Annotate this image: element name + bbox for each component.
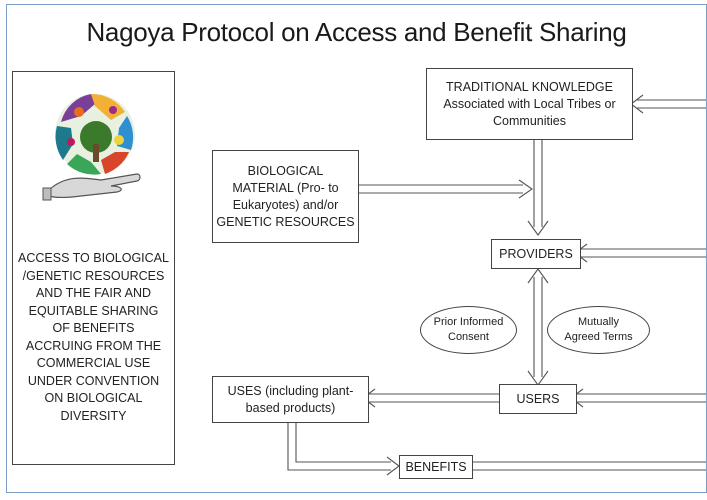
arrow-right-to-providers [581,248,706,258]
node-mutually-agreed-terms-label: Mutually Agreed Terms [564,316,633,343]
left-info-panel: ACCESS TO BIOLOGICAL /GENETIC RESOURCES … [12,71,175,465]
arrow-right-to-users [577,393,706,403]
node-biological-material-label: BIOLOGICAL MATERIAL (Pro- to Eukaryotes)… [216,163,355,229]
node-traditional-knowledge-label: TRADITIONAL KNOWLEDGE Associated with Lo… [443,79,616,128]
node-providers: PROVIDERS [491,239,581,269]
node-benefits-label: BENEFITS [405,459,467,474]
node-traditional-knowledge: TRADITIONAL KNOWLEDGE Associated with Lo… [426,68,633,140]
node-uses: USES (including plant- based products) [212,376,369,423]
diagram-title: Nagoya Protocol on Access and Benefit Sh… [86,17,627,47]
arrow-users-to-uses [369,393,499,403]
arrow-uses-to-benefits [287,423,391,471]
arrow-tk-to-providers [533,140,543,227]
node-benefits: BENEFITS [399,455,473,479]
diagram-frame: Nagoya Protocol on Access and Benefit Sh… [6,4,707,493]
arrow-bio-to-providers [359,184,523,194]
node-users: USERS [499,384,577,414]
node-mutually-agreed-terms: Mutually Agreed Terms [547,306,650,354]
left-panel-description: ACCESS TO BIOLOGICAL /GENETIC RESOURCES … [18,251,169,423]
arrow-providers-users [533,277,543,377]
node-biological-material: BIOLOGICAL MATERIAL (Pro- to Eukaryotes)… [212,150,359,243]
node-uses-label: USES (including plant- based products) [227,383,354,415]
arrow-right-to-tk [637,99,706,109]
node-prior-informed-consent-label: Prior Informed Consent [433,316,504,343]
hand-holding-biodiversity-globe-icon [42,93,141,201]
node-users-label: USERS [516,391,560,406]
node-providers-label: PROVIDERS [499,246,573,261]
node-prior-informed-consent: Prior Informed Consent [420,306,517,354]
arrow-benefits-to-right [473,461,706,471]
